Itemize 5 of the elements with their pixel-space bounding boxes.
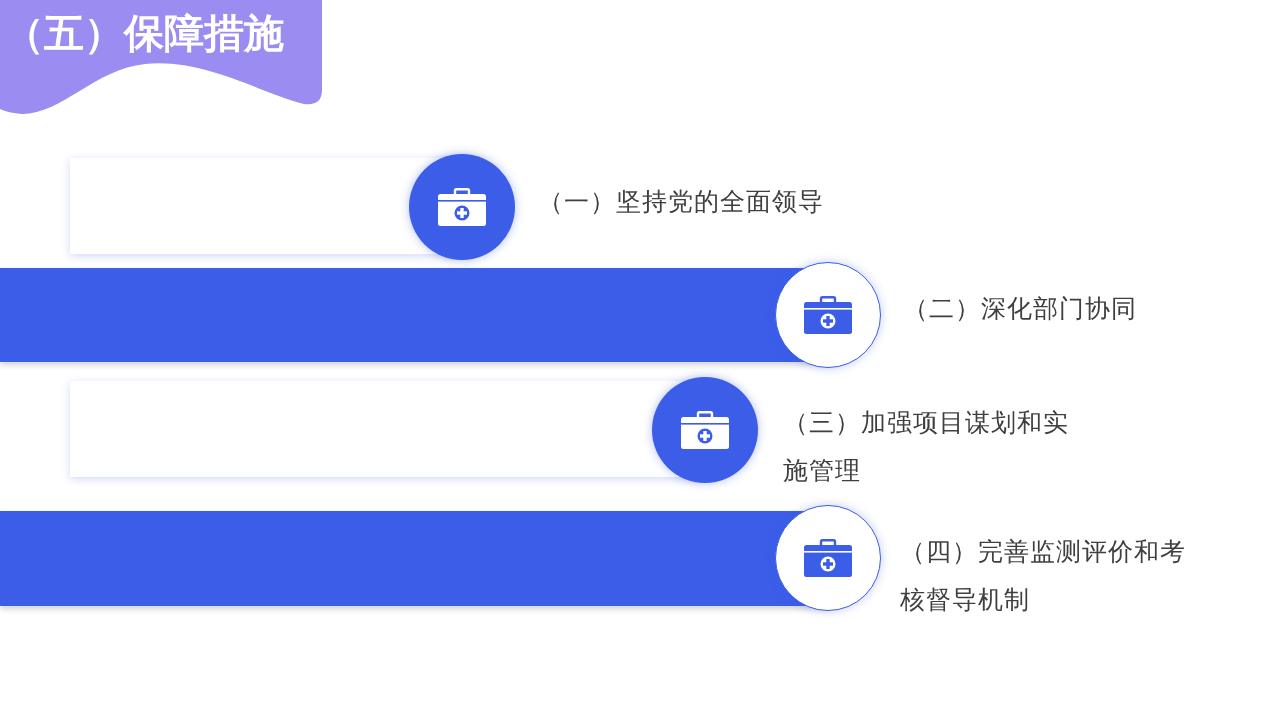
measure-item-text: （二）深化部门协同 xyxy=(903,293,1138,324)
measure-item-text: （三）加强项目谋划和实施管理 xyxy=(783,407,1070,486)
measure-item-text: （四）完善监测评价和考核督导机制 xyxy=(900,536,1187,615)
measure-item-text: （一）坚持党的全面领导 xyxy=(538,186,825,217)
slide-title: （五）保障措施 xyxy=(4,10,284,57)
